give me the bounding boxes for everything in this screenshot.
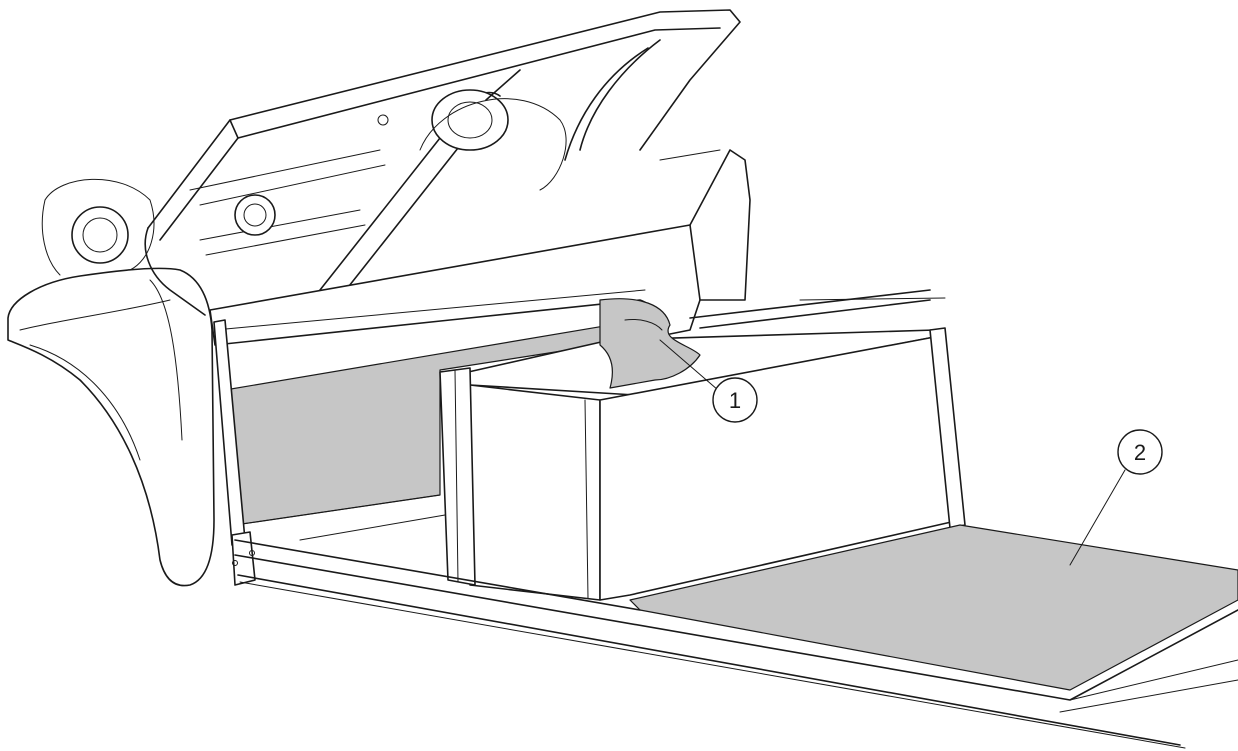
callout-2: 2	[1117, 429, 1163, 475]
callout-2-leader	[1069, 469, 1126, 566]
callout-2-label: 2	[1134, 440, 1146, 465]
seat-frame	[41, 9, 741, 316]
callout-1: 1	[712, 377, 758, 423]
storage-box	[439, 289, 966, 601]
left-post	[213, 319, 256, 586]
callout-1-label: 1	[729, 388, 741, 413]
rear-fender	[7, 267, 215, 587]
callout-1-leader	[659, 339, 719, 391]
callout-2-circle	[1117, 429, 1163, 475]
mat-flap	[599, 298, 701, 389]
cargo-deck	[232, 539, 1238, 749]
body-rear-panel	[209, 149, 751, 346]
callout-1-circle	[712, 377, 758, 423]
